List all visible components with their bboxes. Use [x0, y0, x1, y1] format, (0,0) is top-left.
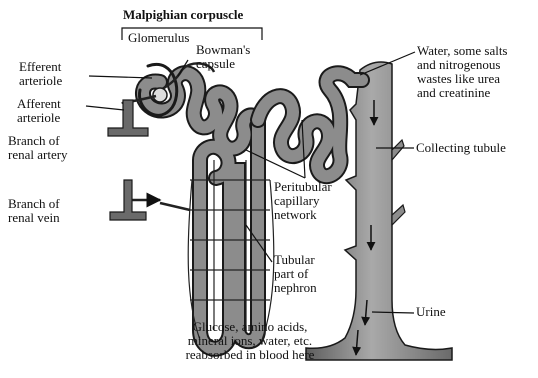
label-branch-renal-artery: Branch of renal artery [8, 134, 68, 162]
label-bowmans-capsule: Bowman's capsule [196, 43, 250, 71]
label-reabsorption: Glucose, amino acids, mineral ions, wate… [150, 320, 350, 362]
label-water-salts-wastes: Water, some salts and nitrogenous wastes… [417, 44, 508, 100]
label-glomerulus: Glomerulus [128, 31, 189, 45]
label-tubular-part: Tubular part of nephron [274, 253, 317, 295]
title-malpighian-corpuscle: Malpighian corpuscle [123, 8, 243, 22]
label-efferent-arteriole: Efferent arteriole [19, 60, 62, 88]
label-branch-renal-vein: Branch of renal vein [8, 197, 60, 225]
label-urine: Urine [416, 305, 446, 319]
label-afferent-arteriole: Afferent arteriole [17, 97, 61, 125]
label-peritubular-network: Peritubular capillary network [274, 180, 332, 222]
label-collecting-tubule: Collecting tubule [416, 141, 506, 155]
